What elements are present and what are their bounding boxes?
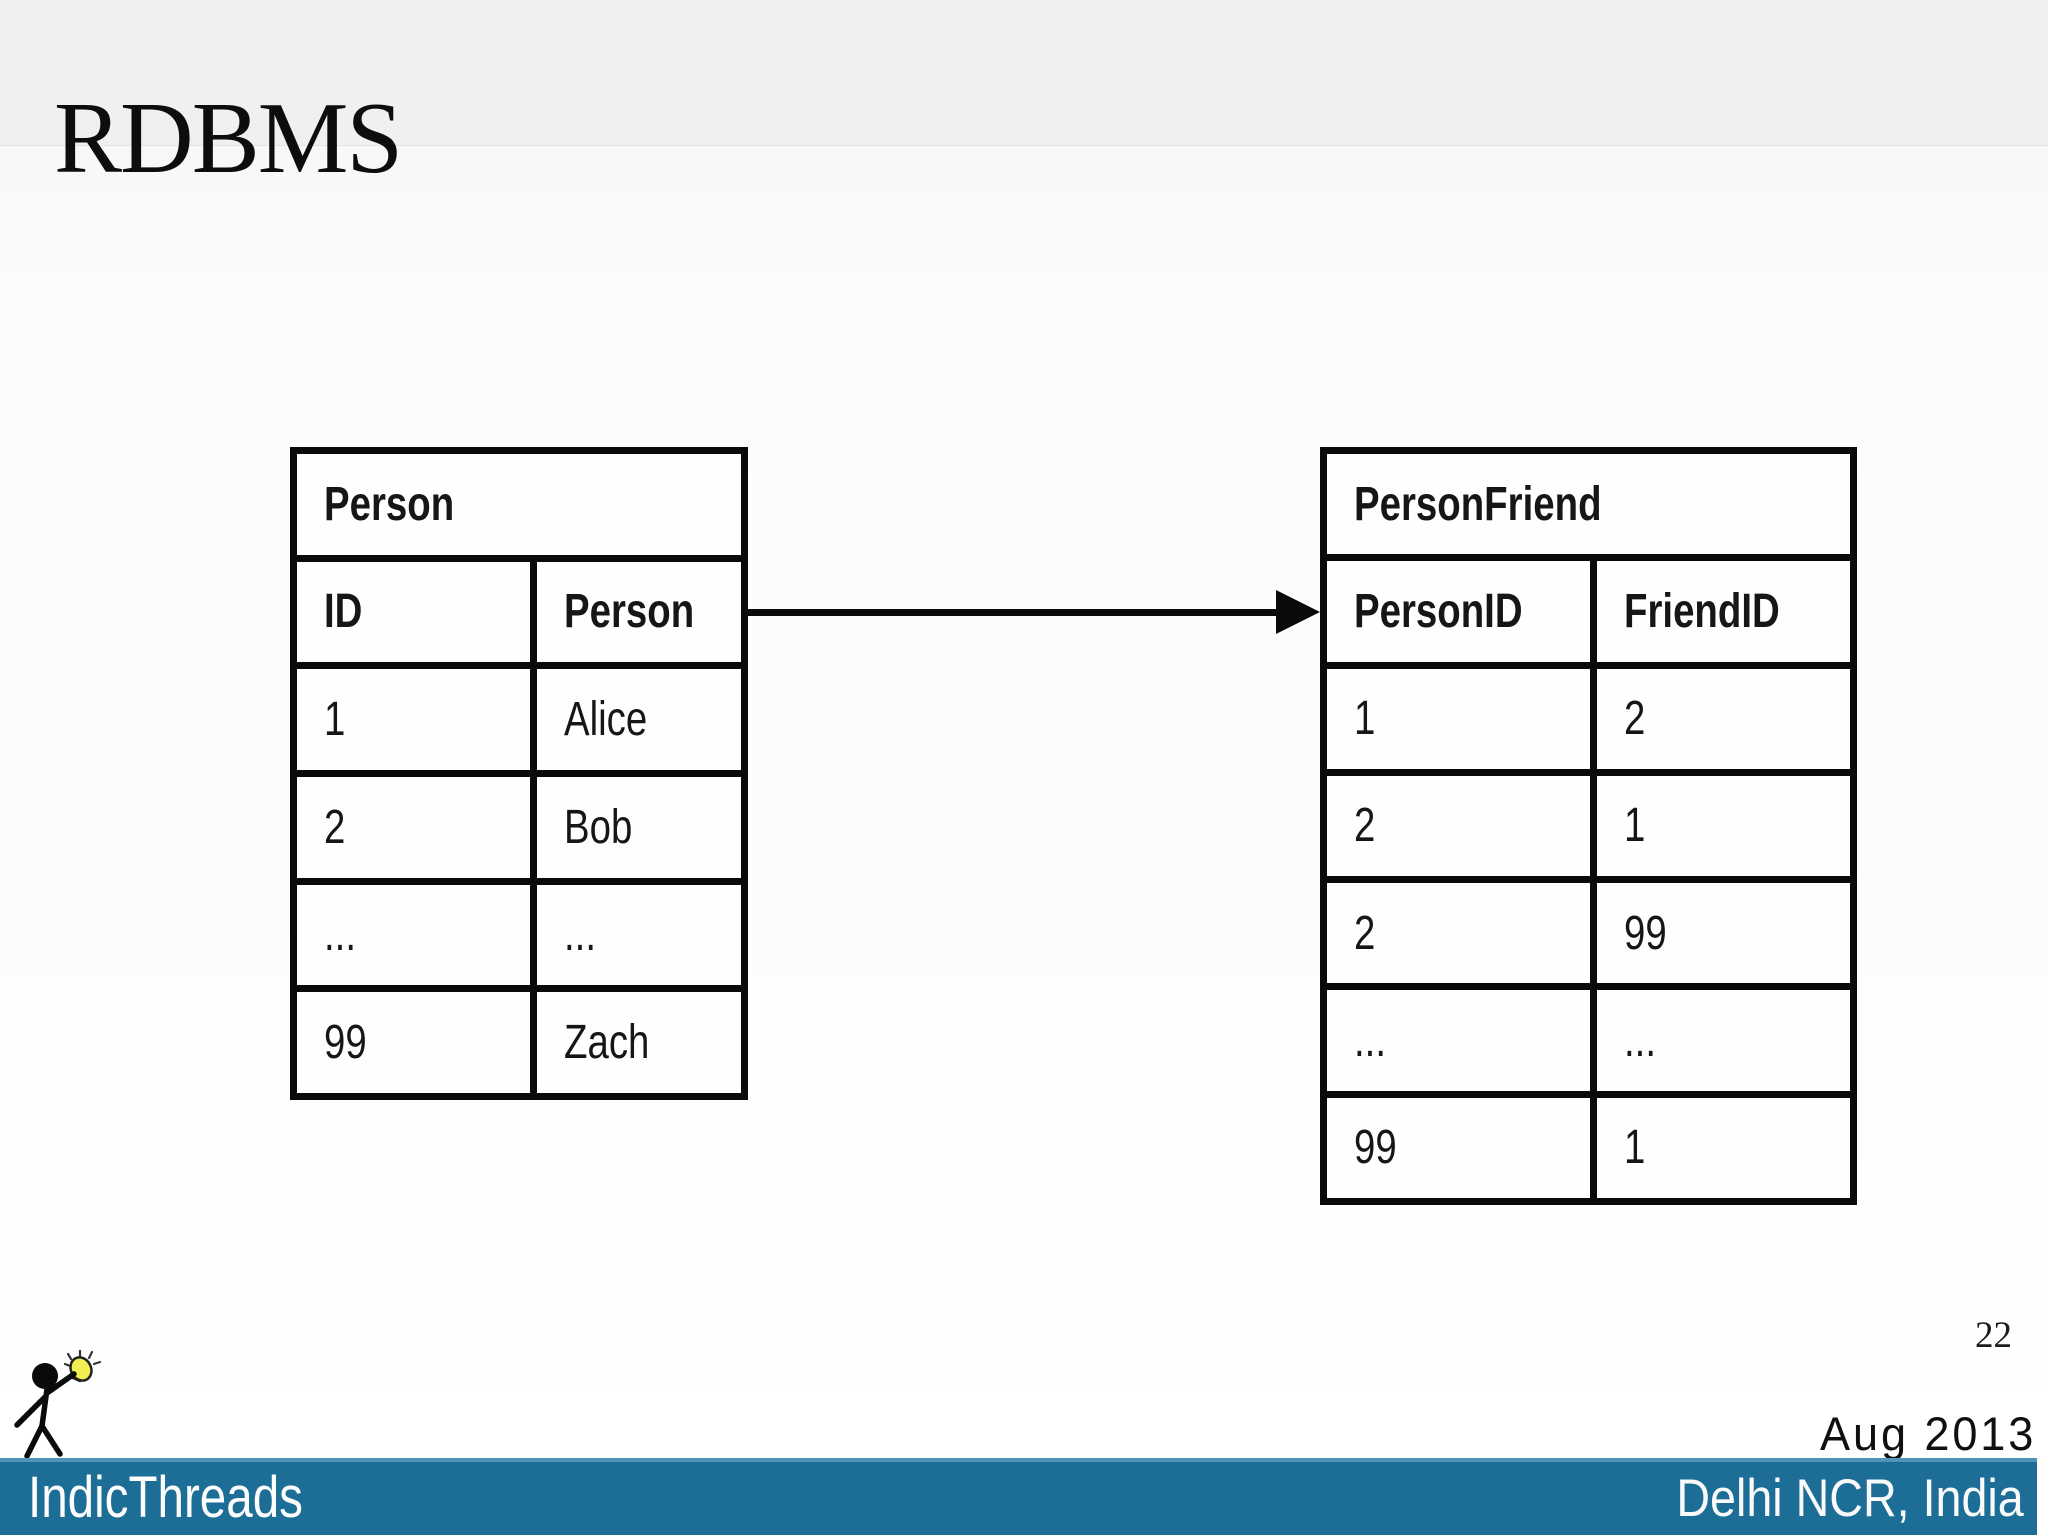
- table-cell: 99: [1597, 883, 1850, 984]
- person-table-col-id: ID: [297, 561, 530, 663]
- footer-bar: [0, 1458, 2037, 1535]
- footer-location: Delhi NCR, India: [1676, 1469, 2024, 1528]
- brand-indicthreads: IndicThreads: [28, 1465, 303, 1530]
- person-table-title: Person: [297, 454, 741, 555]
- col-header-label: PersonID: [1354, 584, 1523, 638]
- stick-figure-lightbulb-logo-icon: [14, 1350, 102, 1459]
- lightbulb-rays: [63, 1350, 102, 1368]
- table-cell: Alice: [536, 669, 741, 770]
- personfriend-table-title-label: PersonFriend: [1354, 477, 1602, 531]
- person-table-title-label: Person: [324, 477, 455, 531]
- table-cell: 2: [297, 776, 530, 878]
- personfriend-table: PersonFriend PersonID FriendID 1 2 2 1 2…: [1320, 447, 1857, 1205]
- table-cell: 2: [1597, 668, 1850, 769]
- stick-figure-icon: [14, 1363, 77, 1459]
- person-table: Person ID Person 1 Alice 2 Bob ... ... 9…: [290, 447, 748, 1100]
- table-cell: ...: [297, 884, 530, 986]
- table-cell: Zach: [536, 992, 741, 1093]
- footer-white-strip: [0, 1390, 2048, 1458]
- personfriend-table-col-personid: PersonID: [1327, 561, 1591, 662]
- table-cell: 1: [1327, 668, 1591, 769]
- table-cell: 1: [1597, 1097, 1850, 1198]
- col-header-label: ID: [324, 585, 363, 639]
- page-title: RDBMS: [54, 82, 403, 196]
- table-cell: ...: [536, 884, 741, 986]
- person-table-col-person: Person: [536, 561, 741, 663]
- title-band: [0, 0, 2048, 146]
- table-cell: Bob: [536, 776, 741, 878]
- table-cell: ...: [1597, 990, 1850, 1091]
- footer-date: Aug 2013: [1819, 1407, 2036, 1460]
- table-cell: 2: [1327, 883, 1591, 984]
- col-header-label: FriendID: [1624, 584, 1780, 638]
- table-cell: 1: [297, 669, 530, 770]
- table-cell: 1: [1597, 775, 1850, 877]
- page-number: 22: [1975, 1315, 2012, 1356]
- relationship-arrow-line: [748, 609, 1280, 616]
- right-arrow-icon: [1276, 590, 1320, 634]
- table-cell: 99: [1327, 1097, 1591, 1198]
- table-cell: 99: [297, 992, 530, 1093]
- personfriend-table-title: PersonFriend: [1327, 454, 1850, 555]
- table-cell: ...: [1327, 990, 1591, 1091]
- personfriend-table-col-friendid: FriendID: [1597, 561, 1850, 662]
- table-cell: 2: [1327, 775, 1591, 877]
- col-header-label: Person: [563, 585, 694, 639]
